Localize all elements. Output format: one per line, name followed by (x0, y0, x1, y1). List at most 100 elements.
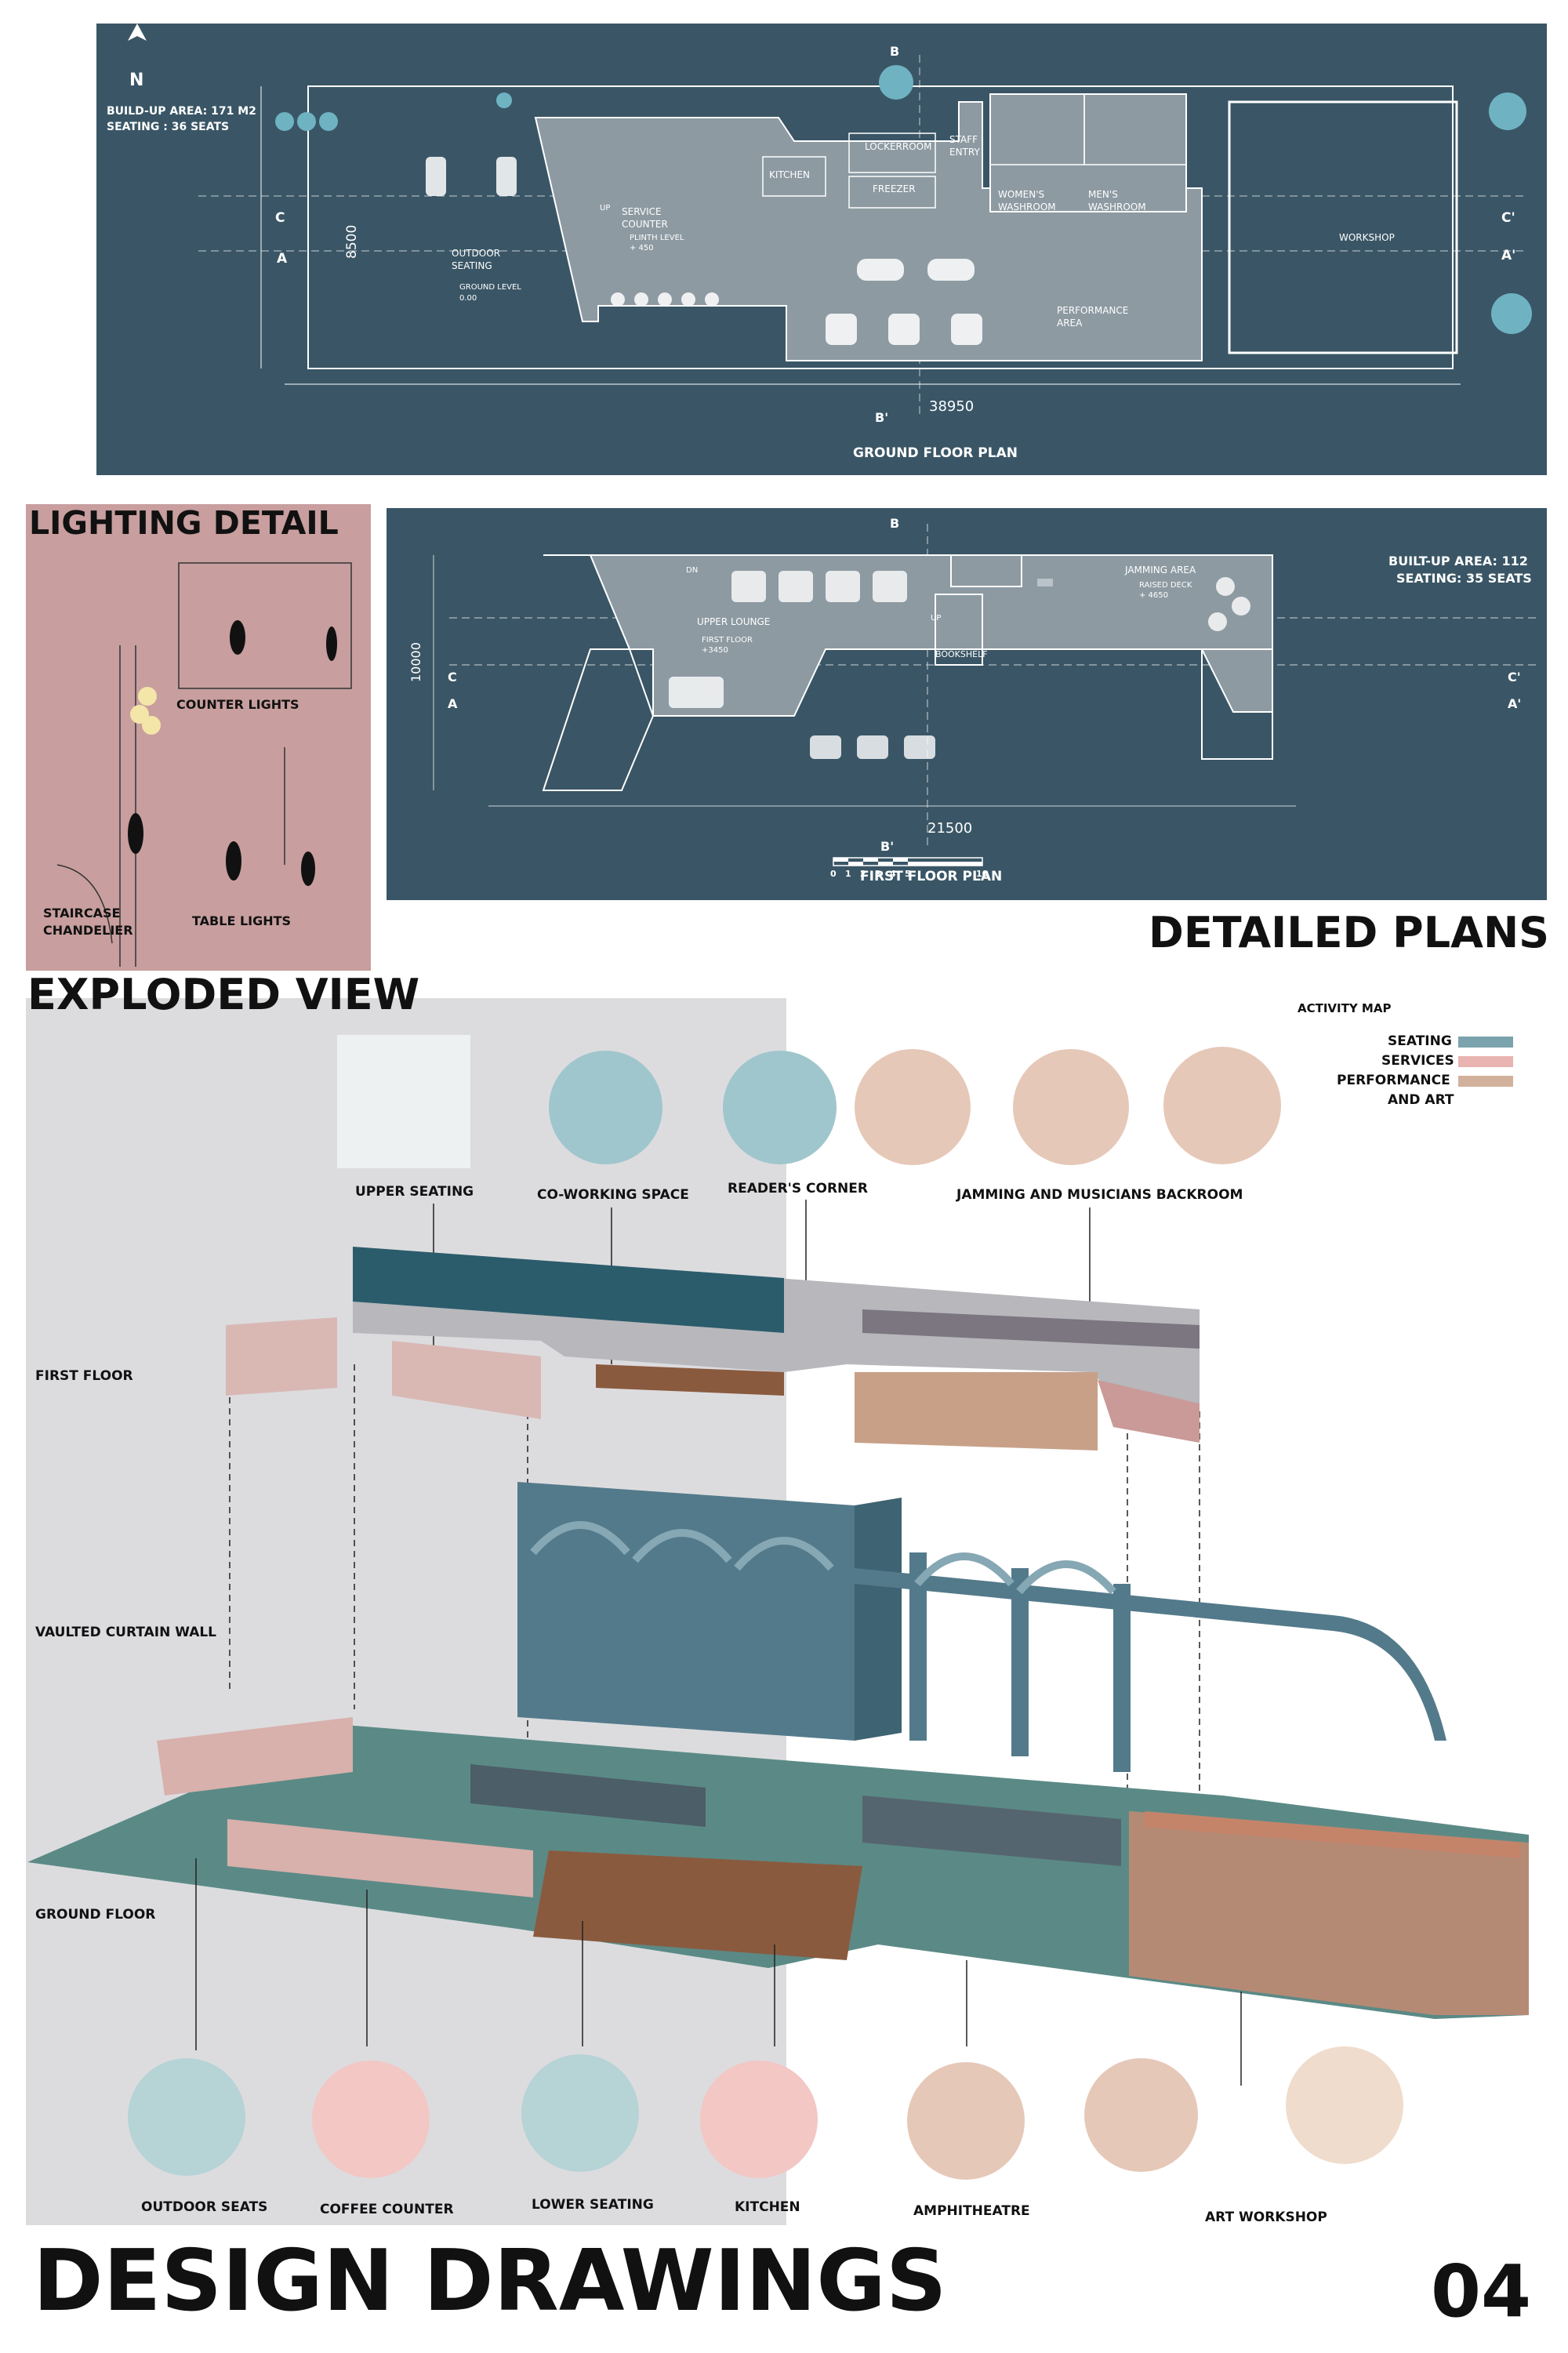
first-floor-value: +3450 (702, 646, 728, 655)
readers-corner-illustration (723, 1051, 837, 1164)
raised-deck-level: RAISED DECK + 4650 (1139, 580, 1192, 601)
section-b2-label: B' (875, 410, 889, 425)
first-plan-title: FIRST FLOOR PLAN (860, 869, 1003, 884)
first-floor-plan-drawing (433, 524, 1539, 866)
ff-up-label: UP (931, 614, 942, 623)
legend-seating: SEATING (1388, 1033, 1452, 1049)
ground-seating-info: SEATING : 36 SEATS (107, 121, 230, 133)
upper-seating-illustration (337, 1035, 470, 1168)
raised-deck-text: RAISED DECK (1139, 581, 1192, 590)
plinth-value: + 450 (630, 244, 654, 252)
coffee-counter-illustration (312, 2061, 430, 2178)
ff-section-b-label: B (890, 516, 900, 531)
ff-section-c-label: C (448, 670, 457, 684)
lower-seating-illustration (521, 2054, 639, 2172)
womens-washroom-label: WOMEN'S WASHROOM (998, 188, 1056, 213)
freezer-label: FREEZER (873, 183, 916, 194)
guitarist-illustration (1013, 1049, 1129, 1165)
plinth-text: PLINTH LEVEL (630, 234, 684, 242)
section-a-label: A (277, 251, 288, 267)
scale-3: 3 (875, 869, 881, 879)
lighting-detail-title: LIGHTING DETAIL (29, 504, 339, 542)
performance-text: PERFORMANCE (1057, 305, 1129, 316)
mens-text-2: WASHROOM (1088, 202, 1146, 212)
section-b-label: B (890, 44, 900, 59)
outdoor-level: GROUND LEVEL 0.00 (459, 282, 521, 304)
upper-seating-label: UPPER SEATING (355, 1184, 474, 1200)
legend-performance-swatch (1458, 1076, 1513, 1087)
ff-section-b2-label: B' (880, 839, 895, 854)
area-text: AREA (1057, 318, 1083, 329)
legend-services: SERVICES (1381, 1053, 1454, 1069)
womens-text: WOMEN'S (998, 189, 1045, 200)
ground-floor-plan-panel: N BUILD-UP AREA: 171 M2 SEATING : 36 SEA… (96, 24, 1547, 475)
first-seating-info: SEATING: 35 SEATS (1396, 571, 1532, 586)
painter-illustration (1286, 2046, 1403, 2164)
first-dim-width: 10000 (408, 642, 423, 682)
raised-deck-value: + 4650 (1139, 591, 1169, 600)
vaulted-wall-layer-label: VAULTED CURTAIN WALL (35, 1625, 217, 1640)
first-floor-plan-panel: BUILT-UP AREA: 112 SEATING: 35 SEATS B B… (387, 508, 1547, 900)
workshop-label: WORKSHOP (1339, 232, 1395, 243)
counter-text: COUNTER (622, 219, 668, 230)
outdoor-seats-illustration (128, 2058, 245, 2176)
lighting-detail-panel: LIGHTING DETAIL COUNTER LIGHTS STAIRCASE… (26, 504, 371, 971)
first-floor-text: FIRST FLOOR (702, 636, 753, 645)
coworking-label: CO-WORKING SPACE (537, 1187, 689, 1203)
counter-lights-label: COUNTER LIGHTS (176, 697, 299, 712)
legend-art: AND ART (1388, 1092, 1454, 1108)
north-arrow-icon (128, 24, 147, 41)
scale-10: 10 (976, 869, 989, 879)
performance-area-label: PERFORMANCE AREA (1057, 304, 1128, 329)
legend-seating-swatch (1458, 1037, 1513, 1048)
staircase-text: STAIRCASE (43, 906, 121, 921)
scale-0: 0 (830, 869, 837, 879)
outdoor-text-1: OUTDOOR (452, 248, 501, 259)
scale-1: 1 (845, 869, 851, 879)
coffee-counter-label: COFFEE COUNTER (320, 2202, 454, 2217)
outdoor-text-2: SEATING (452, 260, 492, 271)
staff-text: STAFF (949, 134, 978, 145)
kitchen-activity-label: KITCHEN (735, 2199, 800, 2215)
section-a2-label: A' (1501, 248, 1516, 263)
pottery-illustration (1084, 2058, 1198, 2172)
first-dim-length: 21500 (927, 820, 973, 837)
detailed-plans-heading: DETAILED PLANS (1149, 908, 1550, 957)
first-area-info: BUILT-UP AREA: 112 (1388, 554, 1528, 568)
jamming-label: JAMMING AND MUSICIANS BACKROOM (956, 1187, 1243, 1203)
scale-bar (833, 857, 983, 866)
readers-corner-label: READER'S CORNER (728, 1181, 868, 1196)
legend-services-swatch (1458, 1056, 1513, 1067)
violinist-illustration (855, 1049, 971, 1165)
ff-section-a-label: A (448, 696, 458, 711)
mens-text: MEN'S (1088, 189, 1118, 200)
kitchen-label: KITCHEN (769, 169, 810, 180)
section-c2-label: C' (1501, 210, 1515, 226)
upper-lounge-label: UPPER LOUNGE (697, 616, 771, 627)
amphitheatre-label: AMPHITHEATRE (913, 2203, 1030, 2219)
art-workshop-label: ART WORKSHOP (1205, 2210, 1327, 2225)
legend-performance: PERFORMANCE (1337, 1073, 1450, 1088)
ground-dim-width: 8500 (344, 224, 360, 259)
level-0-text: 0.00 (459, 294, 477, 303)
ground-level-text: GROUND LEVEL (459, 283, 521, 292)
amphitheatre-illustration (907, 2062, 1025, 2180)
exploded-axonometric (27, 1200, 1529, 2086)
chandelier-text: CHANDELIER (43, 923, 133, 938)
kitchen-illustration (700, 2061, 818, 2178)
first-floor-layer-label: FIRST FLOOR (35, 1368, 133, 1384)
bookshelf-label: BOOKSHELF (935, 649, 988, 659)
table-lights-label: TABLE LIGHTS (192, 913, 292, 928)
service-text: SERVICE (622, 206, 662, 217)
first-floor-level: FIRST FLOOR +3450 (702, 635, 753, 655)
scale-2: 2 (860, 869, 866, 879)
ground-area-info: BUILD-UP AREA: 171 M2 (107, 105, 256, 118)
ground-floor-plan-drawing (128, 24, 1532, 416)
mens-washroom-label: MEN'S WASHROOM (1088, 188, 1146, 213)
ff-section-a2-label: A' (1508, 696, 1522, 711)
outdoor-seating-label: OUTDOOR SEATING (452, 247, 500, 272)
jamming-area-label: JAMMING AREA (1125, 565, 1196, 576)
ground-up-label: UP (600, 204, 611, 212)
ground-plan-title: GROUND FLOOR PLAN (853, 445, 1018, 461)
scale-4: 4 (890, 869, 896, 879)
